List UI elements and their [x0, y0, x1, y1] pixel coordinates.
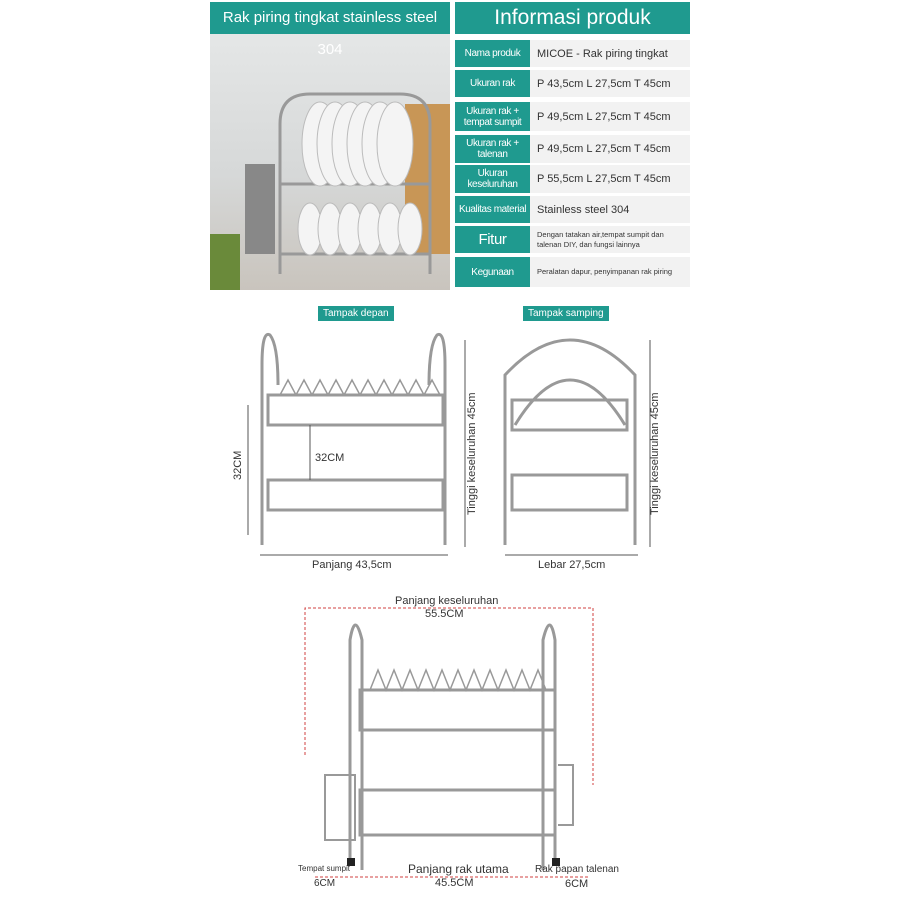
chopstick-label: Tempat sumpit: [298, 864, 351, 873]
full-rack-diagram: [304, 607, 594, 878]
side-width: Lebar 27,5cm: [538, 559, 606, 571]
info-row-label: Nama produk: [455, 40, 530, 67]
rack-diagrams: [247, 332, 651, 556]
info-row-value: Peralatan dapur, penyimpanan rak piring: [537, 267, 673, 276]
info-row: Kualitas material Stainless steel 304: [455, 196, 690, 223]
info-row-value: P 49,5cm L 27,5cm T 45cm: [537, 110, 671, 123]
info-row: Ukuran rak + tempat sumpit P 49,5cm L 27,…: [455, 102, 690, 131]
info-row-value: Dengan tatakan air,tempat sumpit dan tal…: [537, 229, 664, 249]
tier-gap: 32CM: [315, 452, 345, 464]
info-row-label: Kegunaan: [455, 257, 530, 287]
main-length-label: Panjang rak utama: [408, 862, 509, 876]
info-row-value: P 43,5cm L 27,5cm T 45cm: [537, 77, 671, 90]
info-row: Ukuran rak P 43,5cm L 27,5cm T 45cm: [455, 70, 690, 97]
info-row: Kegunaan Peralatan dapur, penyimpanan rak…: [455, 257, 690, 287]
info-title: Informasi produk: [455, 2, 690, 34]
board-value: 6CM: [565, 878, 589, 890]
info-row-value: P 49,5cm L 27,5cm T 45cm: [537, 143, 671, 155]
info-row: Ukuran keseluruhan P 55,5cm L 27,5cm T 45…: [455, 165, 690, 193]
board-label: Rak papan talenan: [535, 864, 619, 875]
chopstick-value: 6CM: [314, 878, 336, 889]
front-view-label: Tampak depan: [318, 306, 394, 321]
info-row: Nama produk MICOE - Rak piring tingkat: [455, 40, 690, 67]
front-length: Panjang 43,5cm: [312, 559, 392, 571]
side-view-label: Tampak samping: [523, 306, 609, 321]
info-row-label: Ukuran rak: [455, 70, 530, 97]
photo-title: Rak piring tingkat stainless steel 304: [210, 2, 450, 58]
front-total-height: Tinggi keseluruhan 45cm: [466, 392, 478, 516]
info-row: Fitur Dengan tatakan air,tempat sumpit da…: [455, 226, 690, 253]
info-row-label: Ukuran keseluruhan: [455, 165, 530, 193]
front-left-height: 32CM: [232, 450, 244, 480]
info-row-label: Fitur: [455, 226, 530, 253]
info-row: Ukuran rak + talenan P 49,5cm L 27,5cm T …: [455, 135, 690, 163]
overall-length-value: 55.5CM: [425, 608, 464, 620]
info-row-label: Ukuran rak + tempat sumpit: [455, 102, 530, 131]
side-total-height: Tinggi keseluruhan 45cm: [649, 392, 661, 516]
info-row-value: Stainless steel 304: [537, 203, 630, 216]
product-photo: Rak piring tingkat stainless steel 304: [210, 2, 450, 290]
info-row-label: Kualitas material: [455, 196, 530, 223]
dish-rack-photo: [210, 92, 450, 290]
info-row-value: P 55,5cm L 27,5cm T 45cm: [537, 173, 671, 185]
info-row-value: MICOE - Rak piring tingkat: [537, 47, 668, 60]
side-rack-drawing: [503, 338, 637, 545]
overall-length-label: Panjang keseluruhan: [395, 595, 499, 607]
info-row-label: Ukuran rak + talenan: [455, 135, 530, 163]
main-length-value: 45.5CM: [435, 877, 474, 889]
front-rack-drawing: [260, 332, 447, 545]
